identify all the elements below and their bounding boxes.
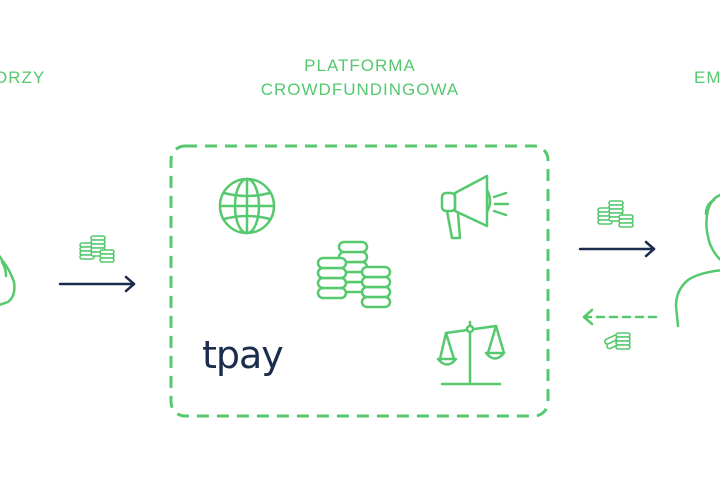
tpay-logo: tpay (202, 333, 284, 377)
platform-box (169, 144, 550, 418)
arrow-left-dashed-icon (582, 308, 658, 326)
platform-label-text: PLATFORMA CROWDFUNDINGOWA (260, 56, 460, 99)
coin-stack-right (360, 265, 392, 309)
coin-stacks-icon (316, 240, 392, 309)
issuer-label: EM (694, 68, 720, 87)
coins-icon (603, 332, 631, 350)
megaphone-icon (440, 174, 510, 240)
person-right-icon (674, 193, 720, 328)
arrow-right-icon (58, 275, 136, 293)
coins-icon (597, 200, 634, 228)
investors-label: ORZY (0, 68, 46, 87)
coin-stack-left (316, 256, 348, 300)
globe-icon (218, 177, 276, 235)
coins-icon (79, 235, 115, 263)
person-left-icon (0, 254, 16, 306)
scales-icon (436, 320, 506, 386)
platform-label: PLATFORMA CROWDFUNDINGOWA (0, 54, 720, 102)
arrow-right-icon (578, 240, 656, 258)
